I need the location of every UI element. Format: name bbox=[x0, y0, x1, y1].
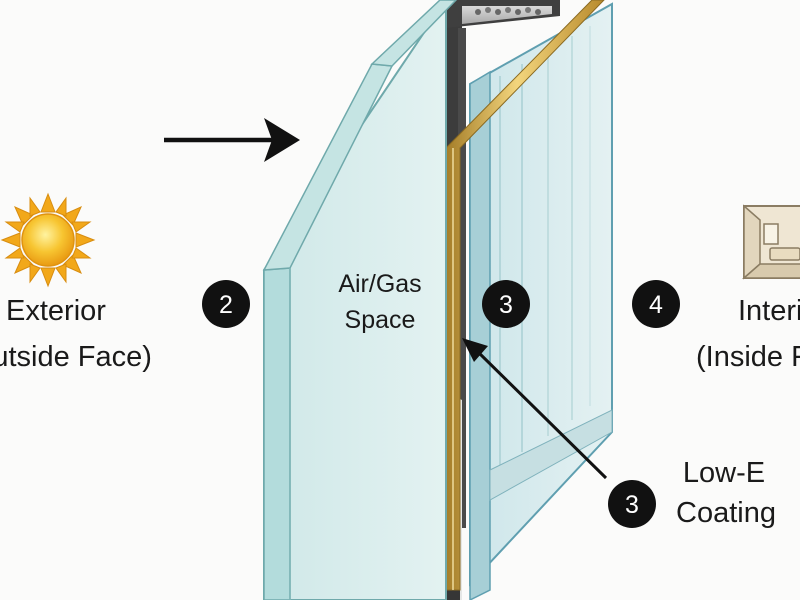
gap-sublabel: Space bbox=[345, 306, 416, 334]
sun-icon bbox=[0, 192, 96, 288]
exterior-sublabel: (Outside Face) bbox=[0, 341, 152, 373]
gap-label: Air/Gas bbox=[338, 270, 421, 298]
badge-interior-surface: 4 bbox=[632, 280, 680, 328]
interior-sublabel: (Inside Face) bbox=[696, 341, 800, 373]
interior-label: Interior bbox=[738, 295, 800, 327]
badge-exterior-surface: 2 bbox=[202, 280, 250, 328]
badge-coating-surface: 3 bbox=[482, 280, 530, 328]
interior-glass-pane bbox=[469, 2, 613, 600]
exterior-label: Exterior bbox=[6, 295, 106, 327]
desiccant-top bbox=[475, 7, 541, 15]
svg-text:3: 3 bbox=[499, 291, 513, 319]
arrow-right-icon bbox=[164, 118, 300, 162]
svg-text:3: 3 bbox=[625, 491, 639, 519]
coating-sublabel: Coating bbox=[676, 497, 776, 529]
svg-text:2: 2 bbox=[219, 291, 233, 319]
coating-callout-arrowhead bbox=[462, 338, 488, 362]
coating-label: Low-E bbox=[683, 457, 765, 489]
svg-text:4: 4 bbox=[649, 291, 663, 319]
coating-callout-leader bbox=[474, 348, 608, 480]
exterior-glass-pane bbox=[262, 0, 458, 600]
badge-coating-callout: 3 bbox=[608, 480, 656, 528]
room-icon bbox=[742, 204, 800, 280]
